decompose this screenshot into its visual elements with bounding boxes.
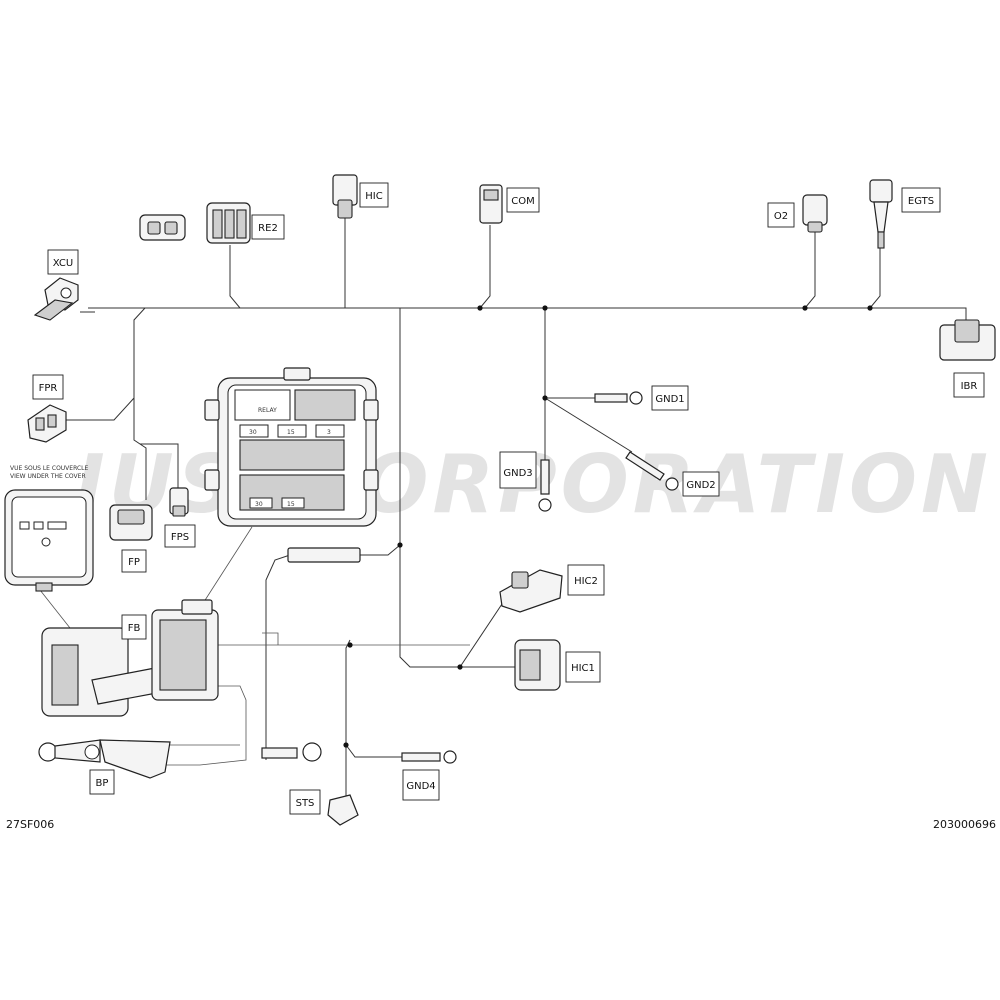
hic1-connector <box>514 639 561 691</box>
label-xcu: XCU <box>47 249 79 275</box>
svg-text:BP: BP <box>96 778 109 789</box>
label-fp: FP <box>121 549 147 573</box>
svg-text:HIC2: HIC2 <box>574 576 598 587</box>
gnd4-terminal <box>401 750 457 764</box>
label-sts: STS <box>289 789 321 815</box>
label-o2: O2 <box>767 202 795 228</box>
label-gnd1: GND1 <box>651 385 689 411</box>
svg-text:EGTS: EGTS <box>908 196 934 207</box>
bp-cable <box>38 739 171 779</box>
ibr-connector <box>939 319 996 361</box>
svg-text:FPS: FPS <box>171 532 189 543</box>
label-hic: HIC <box>359 182 389 208</box>
gnd3-terminal <box>538 459 552 512</box>
svg-text:30: 30 <box>249 429 257 436</box>
hic2-connector <box>499 569 563 613</box>
drawing-code-left: 27SF006 <box>6 818 54 831</box>
drawing-code-right: 203000696 <box>933 818 996 831</box>
label-gnd2: GND2 <box>682 471 720 497</box>
label-egts: EGTS <box>901 187 941 213</box>
hic-connector <box>332 174 358 219</box>
label-com: COM <box>506 187 540 213</box>
gnd2-terminal <box>625 451 679 491</box>
junction-dots <box>343 305 873 748</box>
o2-connector <box>802 194 828 233</box>
sts-sensor <box>327 794 359 826</box>
gnd1-terminal <box>594 391 643 405</box>
label-gnd4: GND4 <box>402 769 440 801</box>
svg-text:GND2: GND2 <box>686 480 715 491</box>
label-fb: FB <box>121 614 147 640</box>
label-fps: FPS <box>164 524 196 548</box>
svg-text:XCU: XCU <box>53 258 73 269</box>
svg-text:VUE SOUS LE COUVERCLE: VUE SOUS LE COUVERCLE <box>10 465 88 472</box>
svg-text:15: 15 <box>287 501 295 508</box>
svg-text:HIC1: HIC1 <box>571 663 595 674</box>
svg-text:FP: FP <box>128 557 140 568</box>
re2-connector <box>206 202 251 244</box>
svg-text:RE2: RE2 <box>258 223 278 234</box>
label-hic2: HIC2 <box>567 564 605 596</box>
svg-text:IBR: IBR <box>961 381 978 392</box>
svg-text:VIEW UNDER THE COVER: VIEW UNDER THE COVER <box>10 473 86 480</box>
com-connector <box>479 184 503 224</box>
xcu-connector <box>33 277 79 321</box>
svg-text:FB: FB <box>128 623 141 634</box>
fuse-box: RELAY 30 15 3 30 15 <box>204 367 379 527</box>
fp-connector <box>109 504 153 541</box>
fuse-block-assembly <box>41 599 219 717</box>
svg-text:COM: COM <box>511 196 534 207</box>
svg-text:HIC: HIC <box>365 191 382 202</box>
svg-text:15: 15 <box>287 429 295 436</box>
label-gnd3: GND3 <box>499 451 537 489</box>
svg-text:30: 30 <box>255 501 263 508</box>
svg-text:GND4: GND4 <box>406 781 435 792</box>
svg-text:GND1: GND1 <box>655 394 684 405</box>
label-fpr: FPR <box>32 374 64 400</box>
svg-text:STS: STS <box>296 798 315 809</box>
connector-unlabeled <box>139 214 186 241</box>
label-hic1: HIC1 <box>565 651 601 683</box>
label-re2: RE2 <box>251 214 285 240</box>
fpr-connector <box>27 404 67 443</box>
svg-text:O2: O2 <box>774 211 788 222</box>
svg-text:GND3: GND3 <box>503 468 532 479</box>
svg-text:RELAY: RELAY <box>258 407 277 414</box>
label-bp: BP <box>89 769 115 795</box>
battery-negative-terminal <box>261 547 361 762</box>
fps-connector <box>169 487 189 517</box>
svg-text:FPR: FPR <box>39 383 58 394</box>
egts-sensor <box>869 179 893 249</box>
fuse-box-cover: VUE SOUS LE COUVERCLE VIEW UNDER THE COV… <box>4 465 94 592</box>
svg-text:3: 3 <box>327 429 331 436</box>
label-ibr: IBR <box>953 372 985 398</box>
